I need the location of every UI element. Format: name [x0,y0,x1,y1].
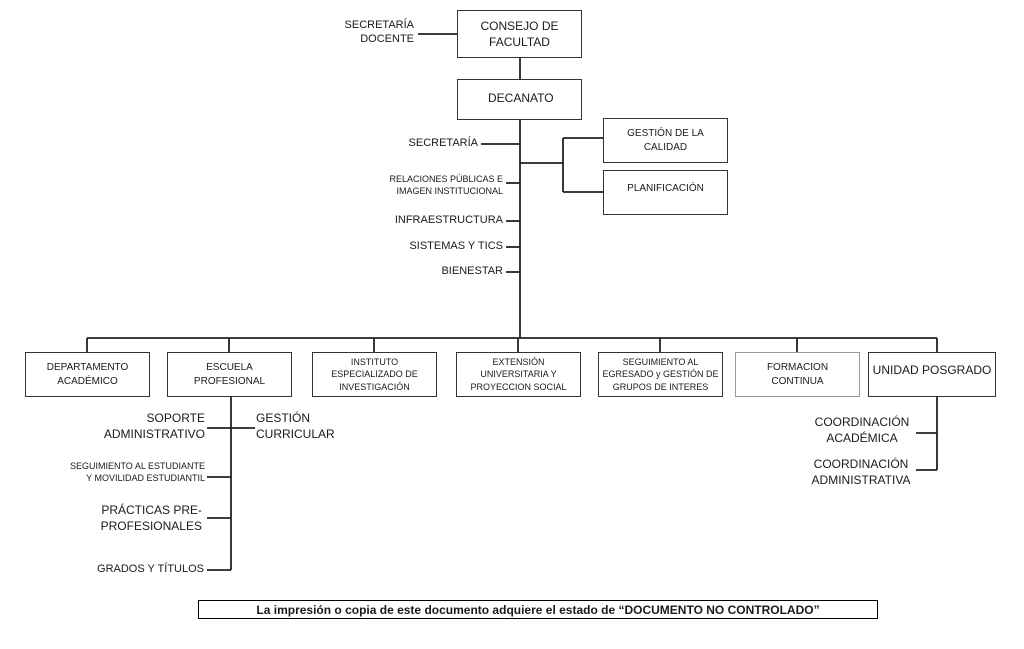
documento-no-controlado-notice: La impresión o copia de este documento a… [198,600,878,619]
formacion-continua-box: FORMACION CONTINUA [735,352,860,397]
escuela-profesional-box: ESCUELA PROFESIONAL [167,352,292,397]
bienestar-label: BIENESTAR [441,265,503,277]
gestion-calidad-box: GESTIÓN DE LA CALIDAD [603,118,728,163]
extension-universitaria-box: EXTENSIÓN UNIVERSITARIA Y PROYECCION SOC… [456,352,581,397]
consejo-de-facultad-box: CONSEJO DE FACULTAD [457,10,582,58]
seguimiento-egresado-box: SEGUIMIENTO AL EGRESADO y GESTIÓN DE GRU… [598,352,723,397]
decanato-box: DECANATO [457,79,582,120]
grados-titulos-label: GRADOS Y TÍTULOS [97,563,204,575]
unidad-posgrado-box: UNIDAD POSGRADO [868,352,996,397]
sistemas-tics-label: SISTEMAS Y TICS [409,240,503,252]
secretaria-docente-label: SECRETARÍA DOCENTE [344,19,414,46]
instituto-investigacion-box: INSTITUTO ESPECIALIZADO DE INVESTIGACIÓN [312,352,437,397]
secretaria-label: SECRETARÍA [408,137,478,149]
infraestructura-label: INFRAESTRUCTURA [394,214,503,226]
coordinacion-academica-label: COORDINACIÓN ACADÉMICA [814,415,910,445]
gestion-curricular-label: GESTIÓN CURRICULAR [256,411,335,441]
soporte-administrativo-label: SOPORTE ADMINISTRATIVO [103,411,205,441]
planificacion-box: PLANIFICACIÓN [603,170,728,215]
departamento-academico-box: DEPARTAMENTO ACADÉMICO [25,352,150,397]
coordinacion-administrativa-label: COORDINACIÓN ADMINISTRATIVA [811,457,911,487]
practicas-preprofesionales-label: PRÁCTICAS PRE- PROFESIONALES [100,503,202,533]
seguimiento-estudiante-label: SEGUIMIENTO AL ESTUDIANTE Y MOVILIDAD ES… [69,461,205,483]
relaciones-publicas-label: RELACIONES PÚBLICAS E IMAGEN INSTITUCION… [389,174,503,196]
